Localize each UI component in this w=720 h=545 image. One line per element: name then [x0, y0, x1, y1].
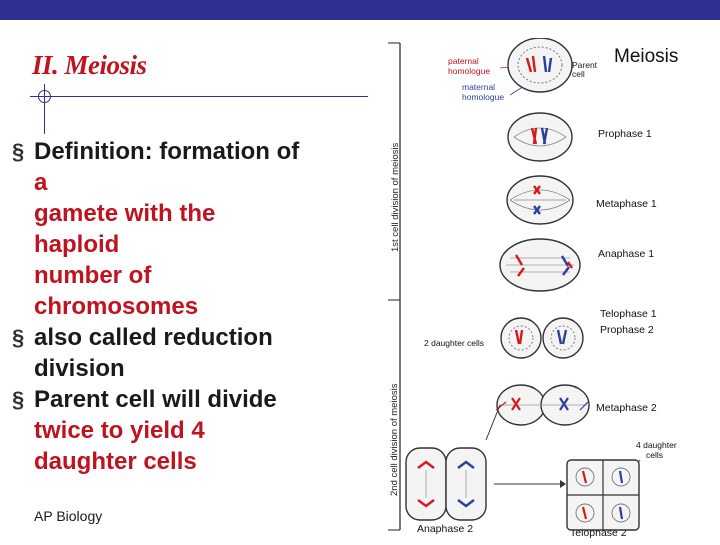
telophase1-label: Telophase 1	[600, 308, 657, 320]
bullet-lead: Parent cell will divide	[34, 386, 277, 413]
top-bar	[0, 0, 720, 20]
metaphase1-label: Metaphase 1	[596, 198, 657, 210]
second-division-label: 2nd cell division of meiosis	[389, 383, 400, 496]
prophase1-cell	[507, 112, 573, 162]
bullet-item: § Definition: formation of a gamete with…	[10, 136, 370, 322]
anaphase2-label: Anaphase 2	[417, 523, 473, 535]
figure-heading: Meiosis	[614, 46, 678, 67]
top-bar-rule	[0, 20, 720, 22]
bullet-item: § also called reduction division	[10, 322, 370, 384]
maternal-label: maternal	[462, 82, 495, 92]
telophase1-cells	[500, 317, 584, 359]
bullet-lead: also called reduction	[34, 324, 273, 351]
anaphase2-cells	[405, 447, 487, 521]
bullet-line: number of	[34, 262, 152, 289]
anaphase1-cell	[499, 238, 581, 292]
bullet-line: gamete with the	[34, 200, 216, 227]
meiosis-diagram: 1st cell division of meiosis 2nd cell di…	[376, 37, 720, 540]
slide-title: II. Meiosis	[32, 50, 147, 80]
homologue-label: homologue	[462, 92, 504, 102]
parent-cell	[507, 37, 573, 93]
bullet-item: § Parent cell will divide twice to yield…	[10, 384, 370, 477]
bullet-line: daughter cells	[34, 448, 197, 475]
cell-label: cell	[572, 69, 585, 79]
bullet-line: chromosomes	[34, 293, 199, 320]
four-daughter-label: 4 daughter	[636, 440, 677, 450]
bullet-marker-icon: §	[12, 325, 25, 350]
bullet-lead: Definition: formation of	[34, 138, 300, 165]
footer-label: AP Biology	[34, 508, 103, 524]
first-division-label: 1st cell division of meiosis	[390, 142, 401, 252]
metaphase2-cells	[495, 384, 590, 426]
bullet-list: § Definition: formation of a gamete with…	[10, 136, 370, 477]
bullet-marker-icon: §	[12, 139, 25, 164]
metaphase1-cell	[506, 175, 574, 225]
bullet-marker-icon: §	[12, 387, 25, 412]
four-daughter-cells	[566, 459, 640, 531]
bullet-line: division	[34, 355, 125, 382]
bullet-line: a	[34, 169, 48, 196]
title-underline	[30, 96, 368, 97]
metaphase2-label: Metaphase 2	[596, 402, 657, 414]
prophase2-label: Prophase 2	[600, 324, 654, 336]
prophase1-label: Prophase 1	[598, 128, 652, 140]
paternal-label: paternal	[448, 56, 479, 66]
cells-label: cells	[646, 450, 663, 460]
bullet-line: haploid	[34, 231, 120, 258]
two-daughter-label: 2 daughter cells	[424, 338, 484, 348]
title-vertical-rule	[44, 84, 45, 134]
homologue-label: homologue	[448, 66, 490, 76]
crosshair-icon	[38, 90, 51, 103]
bullet-line: twice to yield 4	[34, 417, 205, 444]
anaphase1-label: Anaphase 1	[598, 248, 654, 260]
parent-label: Parent	[572, 60, 598, 70]
